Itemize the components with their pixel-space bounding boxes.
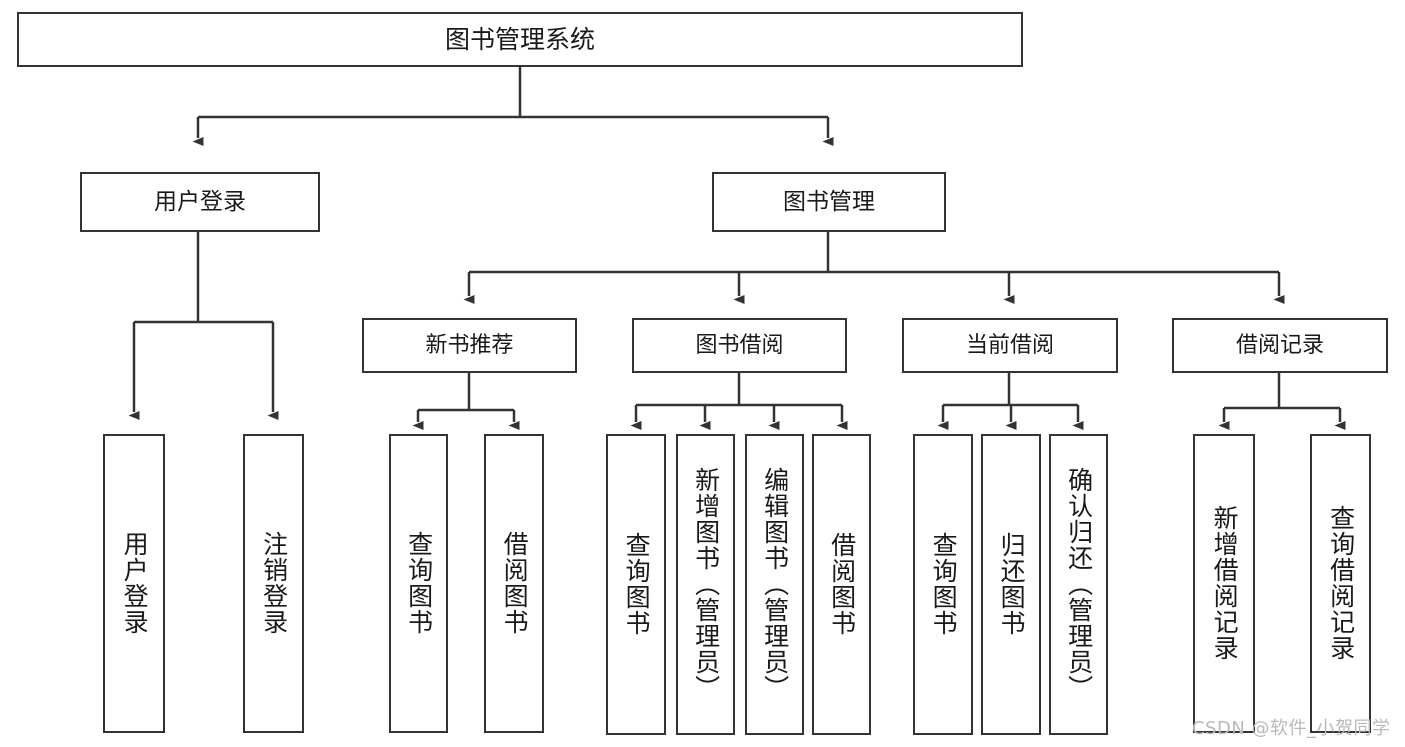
node-leaf-query-book-borrow[interactable]: 查询图书 [606,434,666,735]
node-leaf-query-book-newbook[interactable]: 查询图书 [389,434,448,733]
node-leaf-confirm-return-admin[interactable]: 确认归还（管理员） [1049,434,1108,735]
node-leaf-add-book-admin[interactable]: 新增图书（管理员） [676,434,735,735]
node-leaf-add-book-admin-label: 新增图书（管理员） [691,466,721,701]
node-leaf-query-borrow-record[interactable]: 查询借阅记录 [1310,434,1371,733]
node-leaf-borrow-book-label: 借阅图书 [827,531,857,636]
node-leaf-query-borrow-record-label: 查询借阅记录 [1326,504,1356,661]
node-leaf-return-book[interactable]: 归还图书 [981,434,1041,735]
node-leaf-user-login-label: 用户登录 [120,530,150,635]
node-leaf-edit-book-admin-label: 编辑图书（管理员） [760,466,790,701]
node-borrow-record[interactable]: 借阅记录 [1172,318,1388,373]
node-root-label: 图书管理系统 [444,25,595,54]
node-new-book-recommend-label: 新书推荐 [425,332,514,358]
node-leaf-query-book-current-label: 查询图书 [929,531,959,636]
node-leaf-confirm-return-admin-label: 确认归还（管理员） [1064,466,1094,701]
node-borrow-record-label: 借阅记录 [1235,332,1324,358]
node-book-management-label: 图书管理 [783,188,875,215]
node-leaf-user-login[interactable]: 用户登录 [103,434,165,733]
node-user-login[interactable]: 用户登录 [80,172,320,232]
node-leaf-logout[interactable]: 注销登录 [243,434,304,733]
node-leaf-add-borrow-record-label: 新增借阅记录 [1210,504,1240,661]
node-leaf-borrow-book-newbook-label: 借阅图书 [500,530,530,635]
node-root[interactable]: 图书管理系统 [17,12,1023,67]
node-leaf-edit-book-admin[interactable]: 编辑图书（管理员） [745,434,804,735]
node-new-book-recommend[interactable]: 新书推荐 [362,318,577,373]
node-leaf-query-book-current[interactable]: 查询图书 [913,434,973,735]
node-leaf-return-book-label: 归还图书 [997,531,1027,636]
node-current-borrow[interactable]: 当前借阅 [902,318,1118,373]
node-leaf-logout-label: 注销登录 [259,530,289,635]
node-leaf-query-book-borrow-label: 查询图书 [622,531,652,636]
node-user-login-label: 用户登录 [154,188,246,215]
node-book-borrow-label: 图书借阅 [695,332,784,358]
node-book-borrow[interactable]: 图书借阅 [632,318,847,373]
node-current-borrow-label: 当前借阅 [965,332,1054,358]
node-leaf-query-book-newbook-label: 查询图书 [404,530,434,635]
node-leaf-borrow-book-newbook[interactable]: 借阅图书 [484,434,544,733]
node-leaf-add-borrow-record[interactable]: 新增借阅记录 [1193,434,1255,733]
node-book-management[interactable]: 图书管理 [712,172,946,232]
node-leaf-borrow-book[interactable]: 借阅图书 [812,434,871,735]
